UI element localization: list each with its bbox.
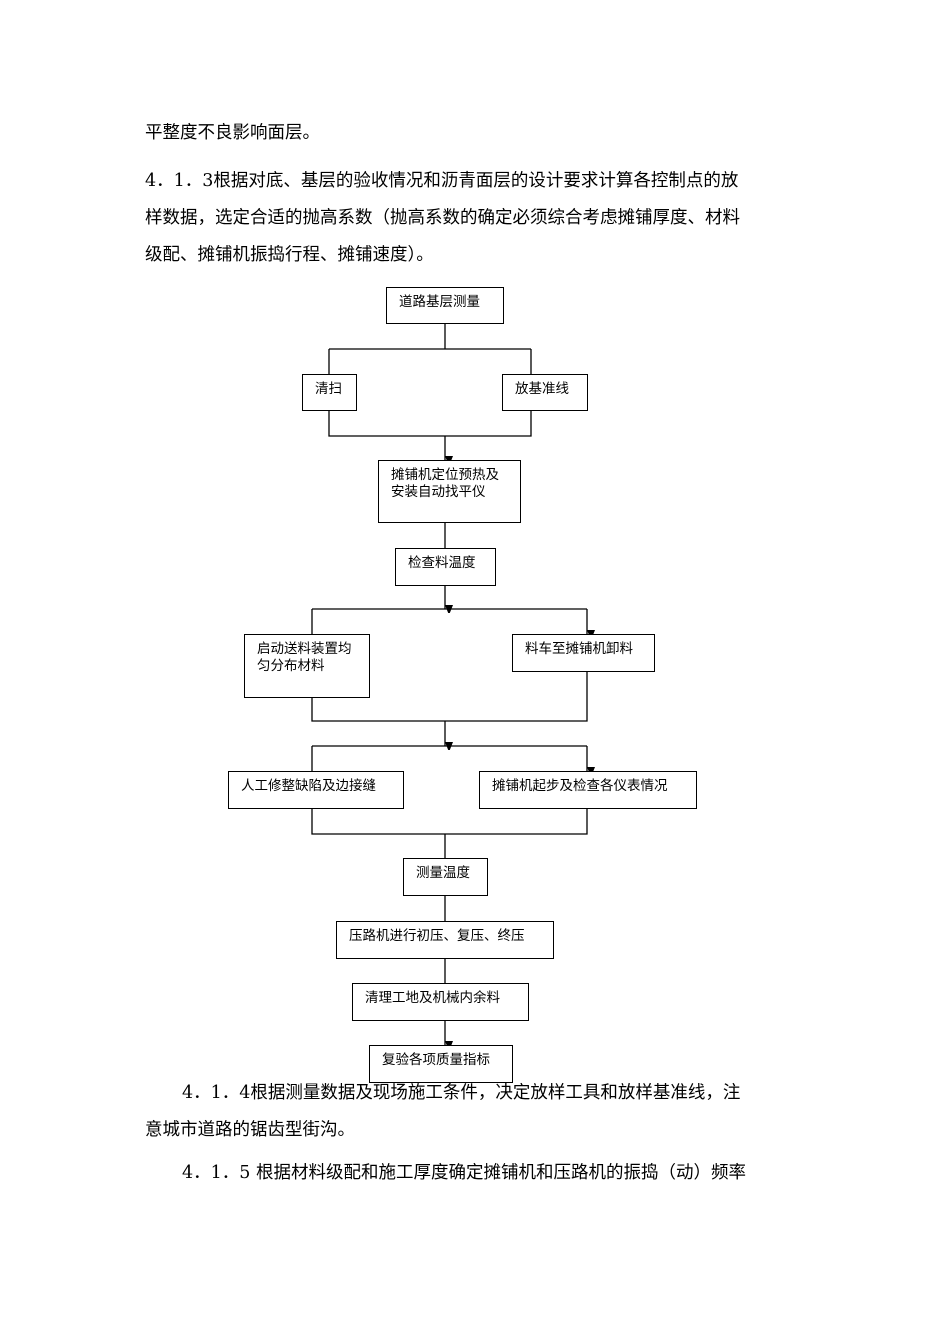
- flow-step-clean: 清扫: [302, 374, 357, 411]
- step-label: 道路基层测量: [399, 294, 480, 310]
- flow-step-check-temp: 检查料温度: [395, 548, 496, 586]
- paragraph: 平整度不良影响面层。: [145, 123, 320, 143]
- flow-step-unload: 料车至摊铺机卸料: [512, 634, 655, 672]
- paragraph: 4．1．4根据测量数据及现场施工条件，决定放样工具和放样基准线，注: [182, 1083, 741, 1103]
- paragraph: 样数据，选定合适的抛高系数（抛高系数的确定必须综合考虑摊铺厚度、材料: [145, 208, 740, 228]
- step-label: 测量温度: [416, 865, 470, 881]
- step-label: 人工修整缺陷及边接缝: [241, 778, 376, 794]
- flow-step-paver-start: 摊铺机起步及检查各仪表情况: [479, 771, 697, 809]
- step-label: 安装自动找平仪: [391, 484, 486, 500]
- step-label: 压路机进行初压、复压、终压: [349, 928, 525, 944]
- flow-step-cleanup: 清理工地及机械内余料: [352, 983, 529, 1021]
- step-label: 复验各项质量指标: [382, 1052, 490, 1068]
- flow-step-measure-temp: 测量温度: [403, 858, 488, 896]
- paragraph: 4．1．5 根据材料级配和施工厚度确定摊铺机和压路机的振捣（动）频率: [182, 1163, 746, 1183]
- flow-step-feeder: 启动送料装置均匀分布材料: [244, 634, 370, 698]
- step-label: 料车至摊铺机卸料: [525, 641, 633, 657]
- paragraph: 级配、摊铺机振捣行程、摊铺速度）。: [145, 245, 434, 265]
- step-label: 匀分布材料: [257, 658, 325, 674]
- step-label: 检查料温度: [408, 555, 476, 571]
- step-label: 清理工地及机械内余料: [365, 990, 500, 1006]
- paragraph: 意城市道路的锯齿型街沟。: [145, 1120, 355, 1140]
- step-label: 摊铺机起步及检查各仪表情况: [492, 778, 668, 794]
- step-label: 启动送料装置均: [257, 641, 352, 657]
- flow-step-rolling: 压路机进行初压、复压、终压: [336, 921, 554, 959]
- flow-step-baseline: 放基准线: [502, 374, 588, 411]
- flow-step-manual-repair: 人工修整缺陷及边接缝: [228, 771, 404, 809]
- paragraph: 4．1．3根据对底、基层的验收情况和沥青面层的设计要求计算各控制点的放: [145, 171, 739, 191]
- step-label: 放基准线: [515, 381, 569, 397]
- step-label: 摊铺机定位预热及: [391, 467, 499, 483]
- flow-step-base-survey: 道路基层测量: [386, 287, 504, 324]
- flow-step-quality-check: 复验各项质量指标: [369, 1045, 513, 1083]
- flow-step-paver-setup: 摊铺机定位预热及安装自动找平仪: [378, 460, 521, 523]
- step-label: 清扫: [315, 381, 342, 397]
